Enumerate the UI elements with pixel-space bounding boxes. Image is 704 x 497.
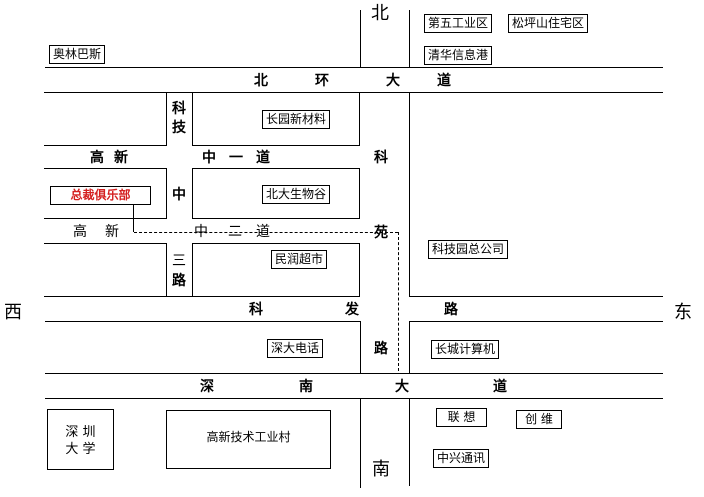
road-label-zhongyi: 一 [229,150,243,166]
place-minrun: 民润超市 [271,250,328,269]
block-hitech-village [166,410,331,469]
road-edge [409,296,663,297]
road-label-zhonger: 高 [73,224,87,240]
road-label-zhonger: 二 [228,224,242,240]
road-label-kejizhongsan: 技 [172,120,186,136]
direction-north: 北 [371,3,389,24]
place-aolinbasi: 奥林巴斯 [49,45,106,64]
road-edge [45,67,663,68]
route-line [133,203,134,232]
road-label-kejizhongsan: 三 [172,253,186,269]
road-edge [360,321,361,373]
road-label-zhonger: 中 [194,224,208,240]
route-line [134,232,398,233]
block [192,92,360,146]
place-shenda-phone: 深大电话 [267,339,324,358]
direction-south: 南 [372,459,390,480]
road-edge [409,321,410,373]
road-label-zhongyi: 道 [256,150,270,166]
road-label-kejizhongsan: 中 [172,187,186,203]
szu-line: 大 学 [65,442,96,457]
road-label-beihuan: 北 [254,73,268,89]
road-label-shennan: 深 [200,379,214,395]
road-label-kefa: 发 [345,302,359,318]
road-label-keyuan: 苑 [374,225,388,241]
road-label-beihuan: 道 [437,73,451,89]
block [44,243,167,297]
road-edge [409,10,410,67]
road-edge [45,373,663,374]
road-label-kejizhongsan: 路 [172,273,186,289]
place-ceo-club: 总裁俱乐部 [50,186,151,205]
place-hitech-village: 高新技术工业村 [206,430,291,444]
road-label-zhonger: 道 [256,224,270,240]
road-label-beihuan: 环 [315,73,329,89]
place-kejiyuan: 科技园总公司 [428,240,509,259]
road-label-zhongyi: 中 [202,150,216,166]
place-changyuan: 长园新材料 [262,110,331,129]
place-beida-bio: 北大生物谷 [262,185,331,204]
road-edge [45,398,663,399]
road-label-kejizhongsan: 科 [172,101,186,117]
road-label-zhongyi: 高 [90,150,104,166]
road-edge [360,398,361,488]
road-label-beihuan: 大 [386,73,400,89]
place-shenzhen-university: 深 圳 大 学 [47,424,114,458]
block-shenzhen-university [47,409,114,470]
place-zte: 中兴通讯 [433,449,490,468]
place-lenovo: 联 想 [436,408,487,427]
road-label-kefa: 科 [249,302,263,318]
road-label-keyuan: 路 [374,341,388,357]
block [44,92,167,146]
place-diwu-industrial: 第五工业区 [424,14,493,33]
block [192,243,360,297]
road-edge [360,10,361,67]
block [44,168,167,219]
road-label-keyuan: 科 [374,150,388,166]
place-skyworth: 创 维 [516,410,562,429]
block [192,168,360,219]
place-changcheng: 长城计算机 [431,340,500,359]
direction-west: 西 [4,302,22,323]
direction-east: 东 [674,302,692,323]
road-edge [409,321,663,322]
szu-line: 深 圳 [65,425,96,440]
road-label-shennan: 南 [299,379,313,395]
road-edge [409,398,410,486]
place-songpingshan: 松坪山住宅区 [508,14,589,33]
place-tsinghua: 清华信息港 [424,46,493,65]
route-line [398,232,399,371]
road-edge [45,321,360,322]
road-label-zhonger: 新 [105,224,119,240]
road-edge [409,92,410,296]
road-label-shennan: 道 [493,379,507,395]
road-label-shennan: 大 [395,379,409,395]
road-label-zhongyi: 新 [114,150,128,166]
road-label-kefa: 路 [444,302,458,318]
